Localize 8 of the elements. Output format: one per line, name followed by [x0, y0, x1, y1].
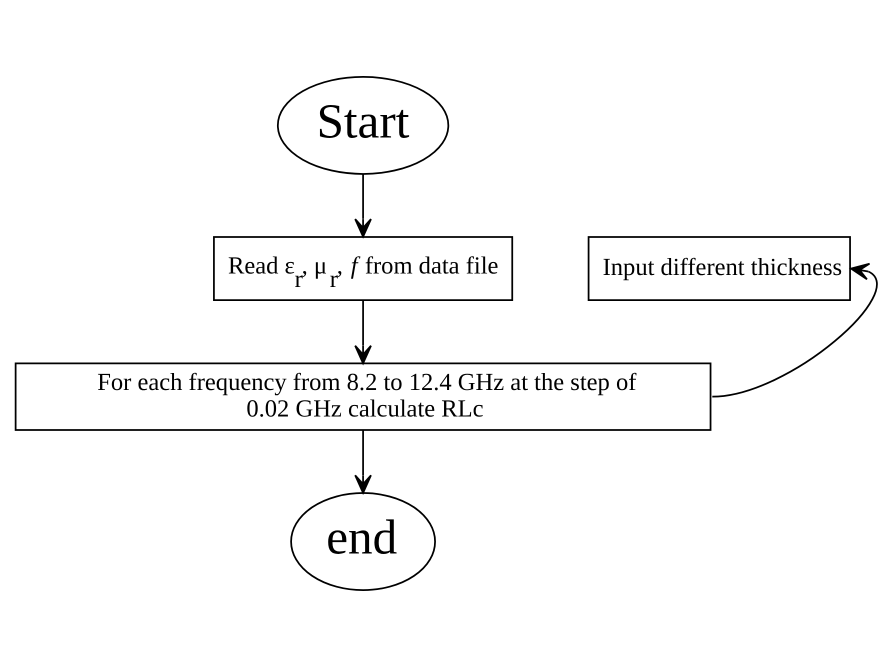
node-box: Input different thickness: [588, 236, 851, 301]
node-ellipse: end: [290, 492, 436, 590]
node-ellipse: Start: [276, 76, 450, 174]
arrow: [712, 262, 878, 398]
arrow: [354, 430, 372, 494]
node-box: For each frequency from 8.2 to 12.4 GHz at the step of 0.02 GHz calculate RLc: [14, 362, 712, 430]
arrow: [354, 300, 372, 364]
arrow: [354, 174, 372, 238]
